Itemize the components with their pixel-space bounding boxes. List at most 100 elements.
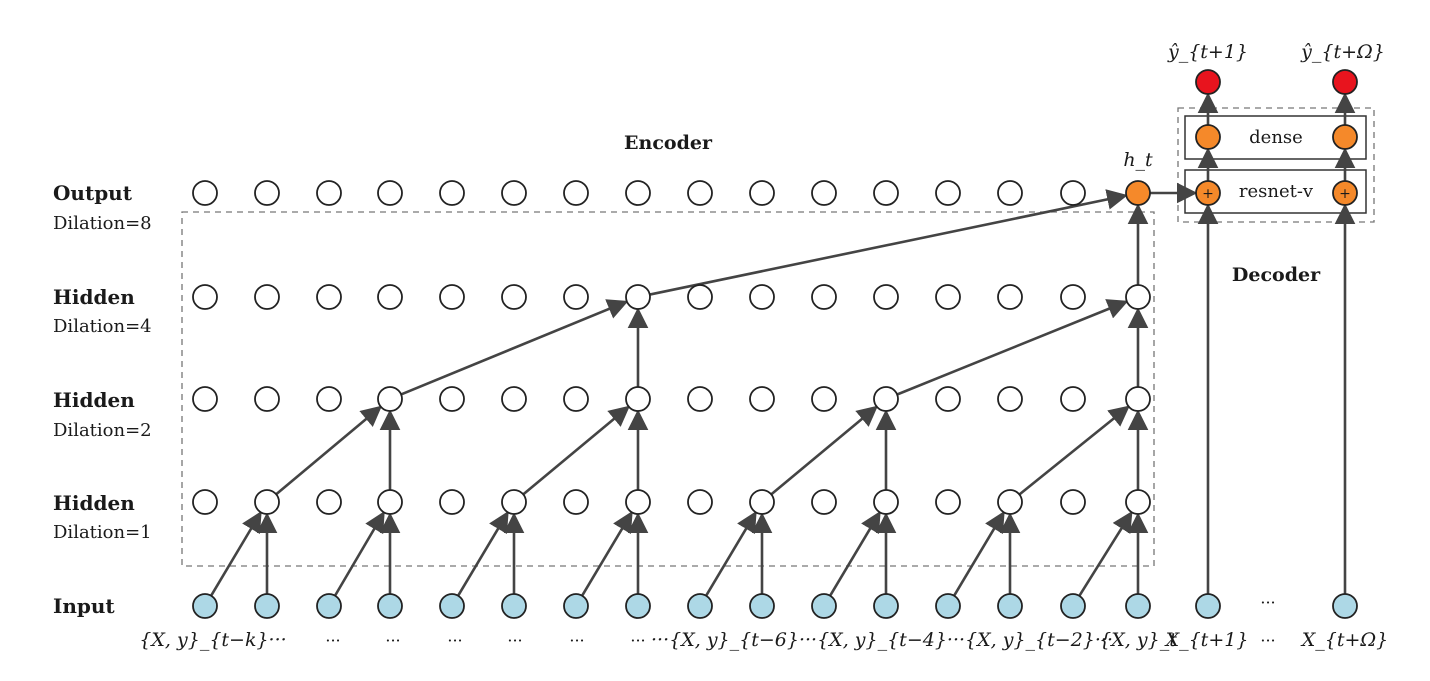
hidden2-node <box>316 386 342 412</box>
input-node <box>873 593 899 619</box>
row-subtitle-hidden1: Dilation=1 <box>53 522 152 543</box>
input-node <box>316 593 342 619</box>
hidden2-node <box>192 386 218 412</box>
hidden1-node <box>749 489 775 515</box>
hidden4-node <box>997 284 1023 310</box>
output-node <box>873 180 899 206</box>
edge-hidden1-to-hidden2 <box>1018 405 1130 496</box>
hidden4-node <box>316 284 342 310</box>
input-node <box>254 593 280 619</box>
input-label-x-t-plus-1: X_{t+1} <box>1164 629 1249 651</box>
decoder-dashed-box <box>1177 107 1375 223</box>
output-node <box>377 180 403 206</box>
dense-node <box>1332 124 1358 150</box>
edge-input-to-hidden1 <box>457 510 509 597</box>
input-label-x-t-plus-omega: X_{t+Ω} <box>1300 629 1389 651</box>
hidden1-node <box>377 489 403 515</box>
edges-layer <box>210 92 1356 597</box>
hidden1-node <box>563 489 589 515</box>
input-node <box>377 593 403 619</box>
hidden1-node <box>935 489 961 515</box>
hidden1-node <box>687 489 713 515</box>
output-node <box>687 180 713 206</box>
hidden2-node <box>873 386 899 412</box>
input-node <box>811 593 837 619</box>
edge-hidden4-to-output <box>649 189 1128 296</box>
edge-hidden1-to-hidden2 <box>522 405 630 496</box>
encoder-title: Encoder <box>624 132 713 154</box>
edge-input-to-hidden1 <box>953 510 1005 597</box>
input-node <box>935 593 961 619</box>
resnet-node <box>1332 180 1358 206</box>
hidden4-node <box>192 284 218 310</box>
hidden4-node <box>625 284 651 310</box>
row-title-input: Input <box>53 594 115 618</box>
hidden1-node <box>625 489 651 515</box>
plus-icon: + <box>1339 186 1351 202</box>
decoder-title: Decoder <box>1232 264 1321 286</box>
dense-block <box>1184 115 1367 160</box>
hidden4-node <box>873 284 899 310</box>
hidden2-node <box>439 386 465 412</box>
output-node <box>749 180 775 206</box>
hidden2-node <box>1125 386 1151 412</box>
output-node <box>811 180 837 206</box>
edge-input-to-hidden1 <box>210 510 262 597</box>
hidden1-node <box>811 489 837 515</box>
decoder-input-node <box>1332 593 1358 619</box>
output-node <box>997 180 1023 206</box>
hidden4-node <box>687 284 713 310</box>
hidden4-node <box>377 284 403 310</box>
hidden2-node <box>563 386 589 412</box>
input-node <box>997 593 1023 619</box>
output-node <box>192 180 218 206</box>
edge-input-to-hidden1 <box>705 510 757 597</box>
input-label-dots: ··· <box>569 631 584 650</box>
input-node <box>625 593 651 619</box>
hidden1-node <box>1060 489 1086 515</box>
output-label-2: ŷ_{t+Ω} <box>1300 41 1385 63</box>
hidden2-node <box>377 386 403 412</box>
edge-input-to-hidden1 <box>581 510 633 597</box>
resnet-label: resnet-v <box>1239 181 1314 202</box>
input-node <box>439 593 465 619</box>
row-title-hidden2: Hidden <box>53 388 135 412</box>
hidden2-node <box>997 386 1023 412</box>
output-node <box>439 180 465 206</box>
input-node <box>501 593 527 619</box>
nodes-layer: ++ <box>192 69 1358 619</box>
output-node <box>1060 180 1086 206</box>
edge-input-to-hidden1 <box>1078 510 1133 597</box>
resnet-node <box>1195 180 1221 206</box>
input-label-dots: ··· <box>507 631 522 650</box>
output-node <box>563 180 589 206</box>
row-subtitle-output: Dilation=8 <box>53 213 152 234</box>
dense-label: dense <box>1249 127 1303 148</box>
input-label-dots: ··· <box>630 631 645 650</box>
input-node <box>687 593 713 619</box>
row-title-hidden1: Hidden <box>53 491 135 515</box>
input-node <box>1125 593 1151 619</box>
input-label-dots: ··· <box>447 631 462 650</box>
dense-node <box>1195 124 1221 150</box>
hidden2-node <box>254 386 280 412</box>
row-title-hidden4: Hidden <box>53 285 135 309</box>
hidden4-node <box>501 284 527 310</box>
hidden2-node <box>811 386 837 412</box>
hidden1-node <box>439 489 465 515</box>
edge-hidden1-to-hidden2 <box>275 405 383 496</box>
hidden4-node <box>811 284 837 310</box>
hidden4-node <box>439 284 465 310</box>
hidden2-node <box>501 386 527 412</box>
input-node <box>192 593 218 619</box>
hidden1-node <box>254 489 280 515</box>
hidden4-node <box>935 284 961 310</box>
hidden1-node <box>1125 489 1151 515</box>
row-subtitle-hidden2: Dilation=2 <box>53 420 152 441</box>
hidden1-node <box>873 489 899 515</box>
input-label-dots: ··· <box>385 631 400 650</box>
hidden1-node <box>501 489 527 515</box>
prediction-node <box>1332 69 1358 95</box>
